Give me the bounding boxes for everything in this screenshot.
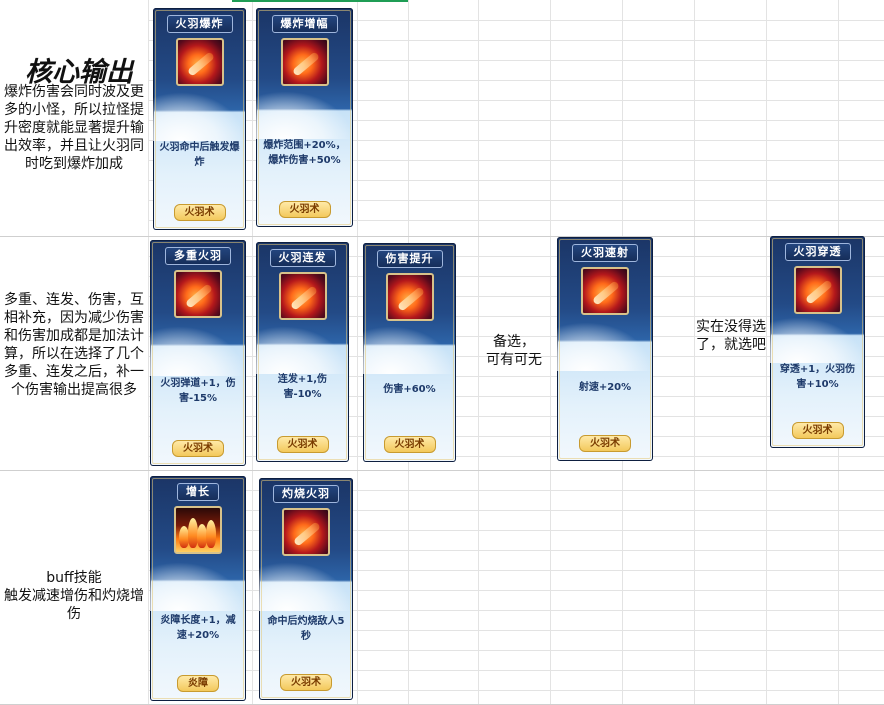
note-fallback: 实在没得选了，就选吧 bbox=[696, 319, 766, 353]
card-description: 命中后灼烧敌人5秒 bbox=[267, 616, 345, 642]
note-backup: 备选， 可有可无 bbox=[486, 334, 542, 368]
card-wave bbox=[363, 326, 456, 375]
card-description: 连发+1,伤害-10% bbox=[277, 374, 328, 400]
fire-feather-icon bbox=[581, 267, 629, 315]
card-wave bbox=[256, 91, 353, 140]
row-text-combo: 多重、连发、伤害，互相补充，因为减少伤害和伤害加成都是加法计算，所以在选择了几个… bbox=[4, 292, 144, 398]
skill-card-burning-feather[interactable]: 灼烧火羽 命中后灼烧敌人5秒 火羽术 bbox=[259, 478, 353, 700]
fire-feather-icon bbox=[175, 38, 224, 86]
fire-feather-icon bbox=[793, 266, 842, 314]
card-tag: 炎障 bbox=[177, 675, 219, 692]
fire-feather-icon bbox=[385, 273, 434, 321]
card-wave bbox=[259, 562, 353, 612]
flame-wall-icon bbox=[174, 506, 222, 554]
card-description: 火羽命中后触发爆炸 bbox=[159, 142, 240, 168]
card-wave bbox=[153, 92, 246, 142]
skill-card-pierce[interactable]: 火羽穿透 穿透+1，火羽伤害+10% 火羽术 bbox=[770, 236, 865, 448]
card-wave bbox=[256, 325, 349, 374]
row-text-buff: buff技能 触发减速增伤和灼烧增伤 bbox=[4, 570, 144, 622]
card-tag: 火羽术 bbox=[278, 201, 331, 218]
card-tag: 火羽术 bbox=[173, 204, 226, 221]
skill-card-fire-feather-explode[interactable]: 火羽爆炸 火羽命中后触发爆炸 火羽术 bbox=[153, 8, 246, 230]
card-title: 火羽穿透 bbox=[784, 243, 851, 261]
card-description: 穿透+1，火羽伤害+10% bbox=[779, 364, 856, 390]
card-title: 火羽爆炸 bbox=[166, 15, 233, 33]
skill-card-feather-burst[interactable]: 火羽连发 连发+1,伤害-10% 火羽术 bbox=[256, 242, 349, 462]
row-title-core-output: 核心输出 bbox=[25, 57, 133, 88]
card-tag: 火羽术 bbox=[579, 435, 631, 452]
skill-card-damage-up[interactable]: 伤害提升 伤害+60% 火羽术 bbox=[363, 243, 456, 462]
card-description: 射速+20% bbox=[578, 382, 632, 393]
card-wave bbox=[150, 325, 246, 376]
card-title: 多重火羽 bbox=[165, 247, 231, 265]
row-text-core-output: 爆炸伤害会同时波及更多的小怪，所以拉怪提升密度就能显著提升输出效率，并且让火羽同… bbox=[4, 84, 144, 172]
card-title: 伤害提升 bbox=[376, 250, 443, 268]
card-wave bbox=[770, 316, 865, 364]
card-tag: 火羽术 bbox=[791, 422, 844, 439]
card-title: 爆炸增幅 bbox=[271, 15, 338, 33]
card-description: 伤害+60% bbox=[383, 384, 436, 395]
card-description: 爆炸范围+20%，爆炸伤害+50% bbox=[263, 140, 346, 166]
selection-accent bbox=[232, 0, 408, 2]
skill-card-growth[interactable]: 增长 炎障长度+1，减速+20% 炎障 bbox=[150, 476, 246, 701]
card-tag: 火羽术 bbox=[276, 436, 329, 453]
card-description: 火羽弹道+1，伤害-15% bbox=[160, 378, 236, 404]
card-tag: 火羽术 bbox=[280, 674, 332, 691]
card-wave bbox=[557, 322, 653, 372]
fire-feather-icon bbox=[278, 272, 327, 320]
skill-card-multi-feather[interactable]: 多重火羽 火羽弹道+1，伤害-15% 火羽术 bbox=[150, 240, 246, 466]
card-title: 火羽连发 bbox=[269, 249, 336, 267]
card-description: 炎障长度+1，减速+20% bbox=[160, 615, 236, 641]
card-title: 增长 bbox=[177, 483, 219, 501]
skill-card-explosion-boost[interactable]: 爆炸增幅 爆炸范围+20%，爆炸伤害+50% 火羽术 bbox=[256, 8, 353, 227]
skill-card-rapid-fire[interactable]: 火羽速射 射速+20% 火羽术 bbox=[557, 237, 653, 461]
card-tag: 火羽术 bbox=[383, 436, 436, 453]
fire-feather-icon bbox=[280, 38, 329, 86]
card-title: 火羽速射 bbox=[572, 244, 638, 262]
fire-feather-icon bbox=[174, 270, 222, 318]
fire-feather-icon bbox=[282, 508, 330, 556]
card-tag: 火羽术 bbox=[172, 440, 224, 457]
card-title: 灼烧火羽 bbox=[273, 485, 339, 503]
card-wave bbox=[150, 561, 246, 611]
